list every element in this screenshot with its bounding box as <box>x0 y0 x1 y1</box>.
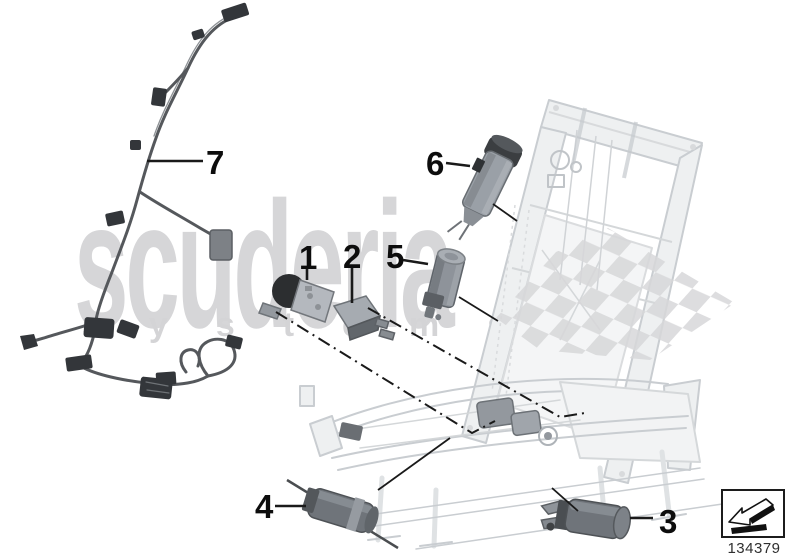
callout-leader-lines <box>147 159 653 520</box>
callout-4: 4 <box>255 488 274 525</box>
callout-3: 3 <box>659 503 678 540</box>
part-7-wiring-harness <box>20 2 250 400</box>
callout-7: 7 <box>206 144 225 181</box>
callout-5: 5 <box>386 238 405 275</box>
watermark-text-secondary: systems <box>82 306 555 344</box>
seat-base-frame <box>299 377 737 550</box>
part-2-switch <box>332 295 396 342</box>
direction-arrow-icon <box>728 497 775 534</box>
part-6-motor <box>446 134 523 241</box>
callout-2: 2 <box>343 238 362 275</box>
direction-indicator-box <box>721 489 785 538</box>
diagram-image-number: 134379 <box>727 540 781 557</box>
callout-1: 1 <box>299 239 318 276</box>
callout-6: 6 <box>426 145 445 182</box>
part-4-motor <box>286 478 399 550</box>
checkered-flag-watermark <box>496 228 735 360</box>
part-3-motor <box>540 498 631 540</box>
part-5-motor <box>422 248 466 321</box>
part-1-drive-motor <box>258 274 335 323</box>
